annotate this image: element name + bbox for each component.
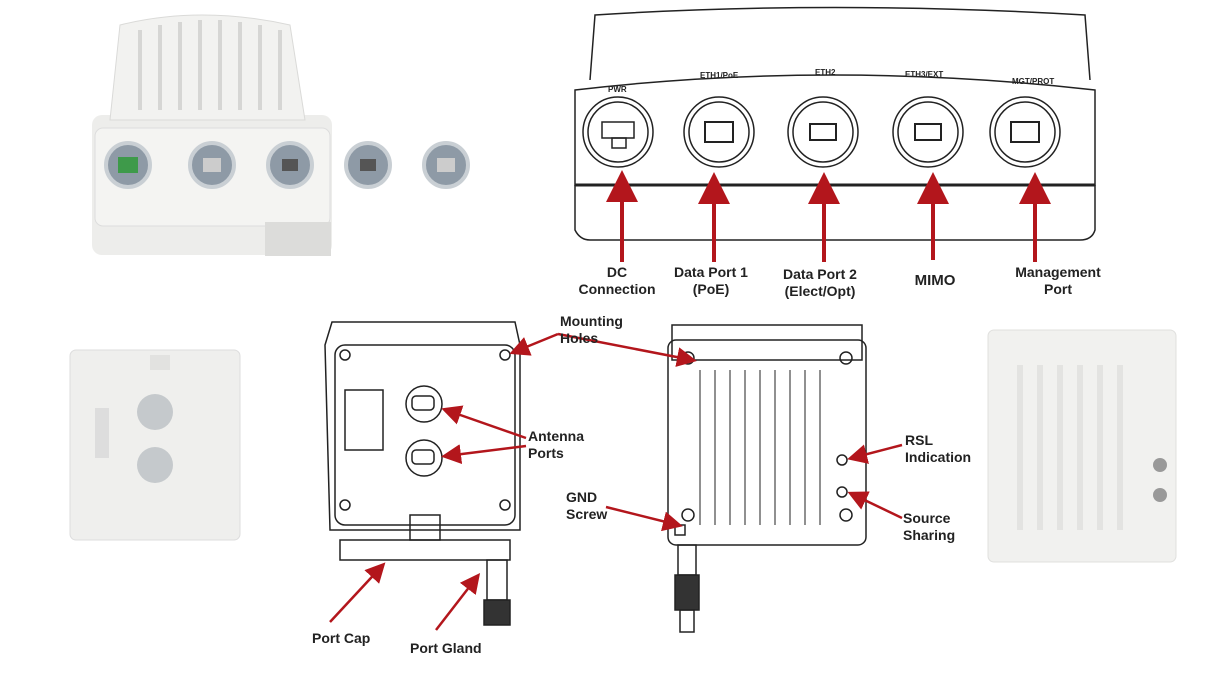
port-tag-eth2: ETH2 [815,68,836,77]
callout-data-port-1: Data Port 1(PoE) [674,264,748,297]
port-tag-eth1: ETH1/PoE [700,71,739,80]
port-tags: PWR ETH1/PoE ETH2 ETH3/EXT MGT/PROT [608,68,1054,94]
rear-line-drawing [324,321,521,626]
port-tag-eth3: ETH3/EXT [905,70,943,79]
rear-photo-right [987,329,1177,563]
callout-data-port-2: Data Port 2(Elect/Opt) [783,266,857,299]
bottom-arrows [329,332,903,631]
callout-mimo: MIMO [914,272,956,289]
rear-photo-left [69,349,241,541]
port-tag-pwr: PWR [608,85,627,94]
heatsink-line-drawing [667,324,867,633]
label-port-gland: Port Gland [410,640,482,656]
top-arrows [606,170,1051,262]
front-line-drawing [574,6,1096,241]
port-tag-mgt: MGT/PROT [1012,77,1054,86]
front-photo [92,14,470,256]
label-port-cap: Port Cap [312,630,371,646]
